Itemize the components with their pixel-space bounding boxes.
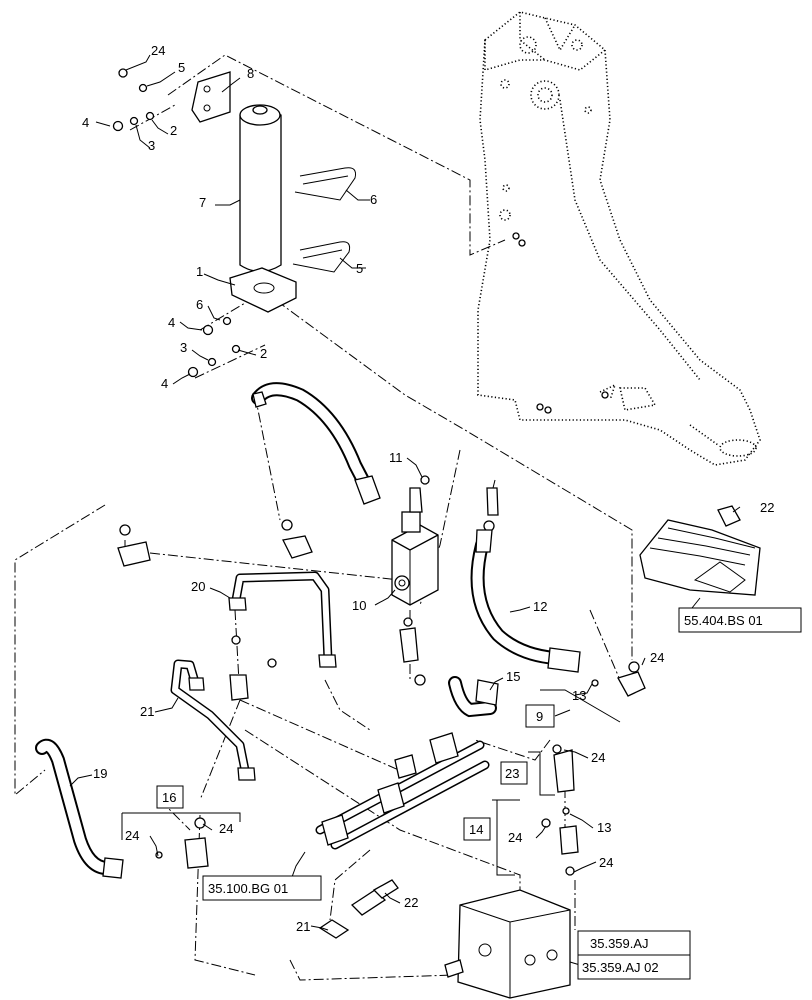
callout-19: 21 bbox=[140, 704, 154, 719]
boxed-callout-16: 16 bbox=[162, 790, 176, 805]
callout-labels: 24 5 8 4 2 3 6 7 5 1 6 4 2 3 4 11 10 20 … bbox=[82, 43, 774, 934]
sensor-22 bbox=[318, 879, 399, 939]
boxed-callout-23: 23 bbox=[505, 766, 519, 781]
ref-35359aj: 35.359.AJ bbox=[590, 936, 649, 951]
callout-11: 11 bbox=[389, 450, 403, 465]
callout-4c: 4 bbox=[168, 315, 175, 330]
callout-4b: 4 bbox=[82, 115, 89, 130]
callout-18: 20 bbox=[191, 579, 205, 594]
callout-20: 22 bbox=[760, 500, 774, 515]
callout-10: 10 bbox=[352, 598, 366, 613]
leader-lines bbox=[69, 54, 741, 966]
callout-24a: 24 bbox=[650, 650, 664, 665]
callout-21: 21 bbox=[296, 919, 310, 934]
upper-hose bbox=[251, 382, 381, 505]
control-valve bbox=[444, 889, 571, 999]
ref-55404: 55.404.BS 01 bbox=[684, 613, 763, 628]
callout-24c: 24 bbox=[508, 830, 522, 845]
callout-3: 3 bbox=[148, 138, 155, 153]
callout-2: 2 bbox=[170, 123, 177, 138]
callout-3b: 3 bbox=[180, 340, 187, 355]
accumulator-cylinder bbox=[239, 107, 282, 273]
callout-15: 15 bbox=[506, 669, 520, 684]
hose-17 bbox=[35, 738, 124, 879]
callout-12: 12 bbox=[533, 599, 547, 614]
callout-13b: 13 bbox=[597, 820, 611, 835]
loader-frame bbox=[477, 11, 761, 466]
callout-2b: 2 bbox=[260, 346, 267, 361]
callout-24e: 24 bbox=[125, 828, 139, 843]
valve-block bbox=[391, 475, 439, 606]
callout-1: 1 bbox=[196, 264, 203, 279]
callout-13: 13 bbox=[572, 688, 586, 703]
upper-bracket bbox=[191, 71, 231, 123]
callout-6b: 6 bbox=[196, 297, 203, 312]
callout-4d: 4 bbox=[161, 376, 168, 391]
fitting-left-bottom bbox=[184, 837, 209, 869]
tube-19 bbox=[170, 659, 256, 781]
callout-22: 22 bbox=[404, 895, 418, 910]
ref-35359aj02: 35.359.AJ 02 bbox=[582, 960, 659, 975]
ref-35100: 35.100.BG 01 bbox=[208, 881, 288, 896]
callout-24b: 24 bbox=[591, 750, 605, 765]
pedal-20 bbox=[639, 505, 761, 596]
callout-4: 24 bbox=[151, 43, 165, 58]
boxed-callout-14: 14 bbox=[469, 822, 483, 837]
callout-24f: 24 bbox=[219, 821, 233, 836]
tube-18 bbox=[228, 571, 337, 701]
callout-7: 7 bbox=[199, 195, 206, 210]
hose-15 bbox=[448, 676, 499, 718]
boxed-callout-9: 9 bbox=[536, 709, 543, 724]
callout-6: 5 bbox=[178, 60, 185, 75]
lower-bracket bbox=[229, 267, 297, 313]
tube-bundle bbox=[315, 732, 490, 850]
fittings-left bbox=[117, 487, 499, 663]
assembly-lines bbox=[14, 54, 633, 981]
hose-12 bbox=[470, 529, 581, 673]
boxed-callouts: 9 23 14 16 bbox=[156, 704, 555, 841]
callout-5: 6 bbox=[370, 192, 377, 207]
callout-5b: 5 bbox=[356, 261, 363, 276]
elbow-right bbox=[553, 671, 646, 855]
reference-boxes: 55.404.BS 01 35.100.BG 01 35.359.AJ 35.3… bbox=[202, 607, 802, 980]
callout-24d: 24 bbox=[599, 855, 613, 870]
callout-8: 8 bbox=[247, 66, 254, 81]
fasteners bbox=[112, 68, 640, 876]
callout-17: 19 bbox=[93, 766, 107, 781]
accumulator-assembly bbox=[191, 71, 356, 313]
